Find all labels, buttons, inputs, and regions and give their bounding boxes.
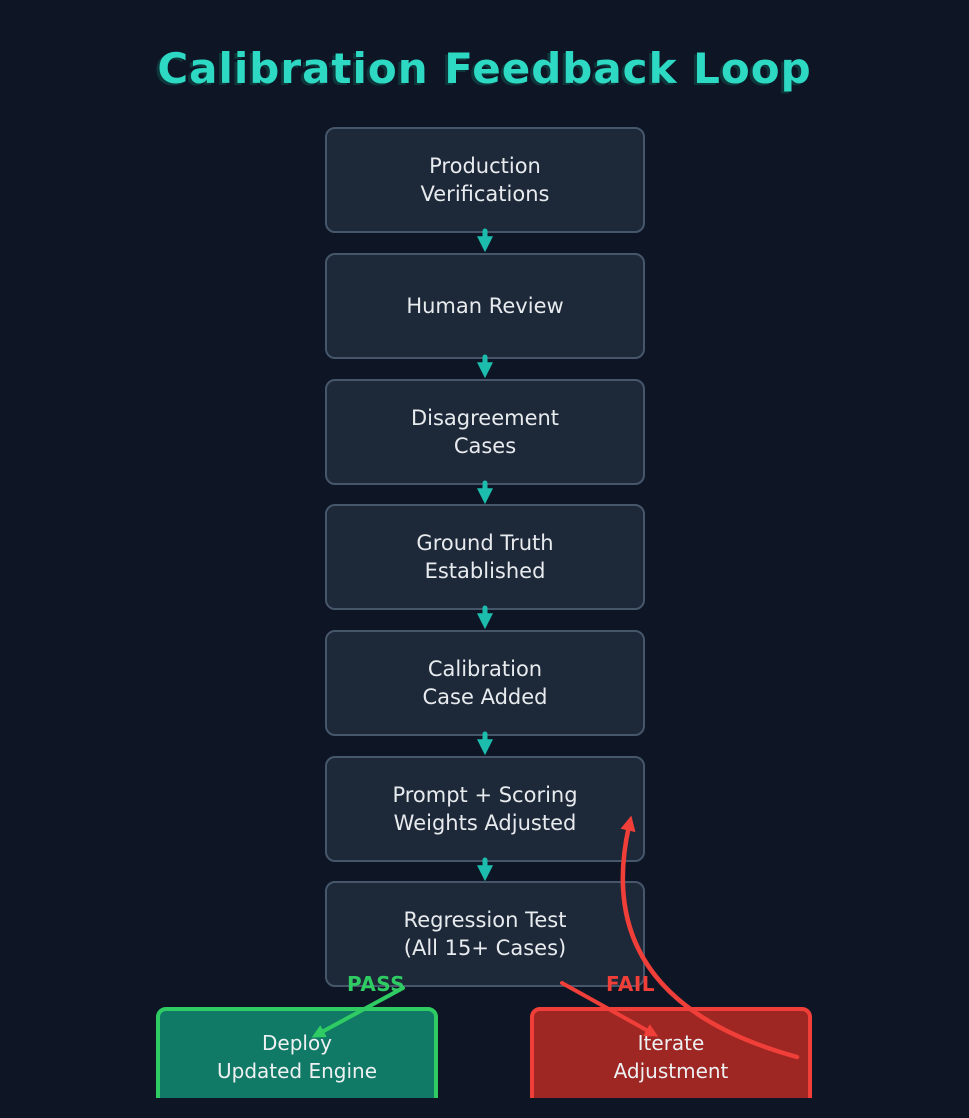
flow-node-regression-test: Regression Test (All 15+ Cases): [325, 881, 645, 987]
diagram-title: Calibration Feedback Loop: [157, 44, 812, 93]
fail-label: FAIL: [606, 972, 656, 996]
node-label: Production Verifications: [420, 154, 550, 206]
deploy-node-clip: Deploy Updated Engine: [156, 1007, 440, 1098]
node-label: Regression Test (All 15+ Cases): [403, 908, 567, 960]
flow-node-human-review: Human Review: [325, 253, 645, 359]
pass-label: PASS: [347, 972, 406, 996]
deploy-node: Deploy Updated Engine: [156, 1007, 438, 1098]
flow-node-ground-truth-established: Ground Truth Established: [325, 504, 645, 610]
flow-node-production-verifications: Production Verifications: [325, 127, 645, 233]
node-label: Calibration Case Added: [422, 657, 548, 709]
node-label: Deploy Updated Engine: [216, 1031, 378, 1083]
node-label: Ground Truth Established: [416, 531, 554, 583]
flow-node-prompt-scoring-weights-adjusted: Prompt + Scoring Weights Adjusted: [325, 756, 645, 862]
iterate-node: Iterate Adjustment: [530, 1007, 812, 1098]
node-label: Prompt + Scoring Weights Adjusted: [392, 783, 578, 835]
node-label: Human Review: [406, 294, 564, 318]
node-label: Iterate Adjustment: [613, 1031, 729, 1083]
flow-node-calibration-case-added: Calibration Case Added: [325, 630, 645, 736]
flow-node-disagreement-cases: Disagreement Cases: [325, 379, 645, 485]
node-label: Disagreement Cases: [410, 406, 560, 458]
iterate-node-clip: Iterate Adjustment: [530, 1007, 814, 1098]
